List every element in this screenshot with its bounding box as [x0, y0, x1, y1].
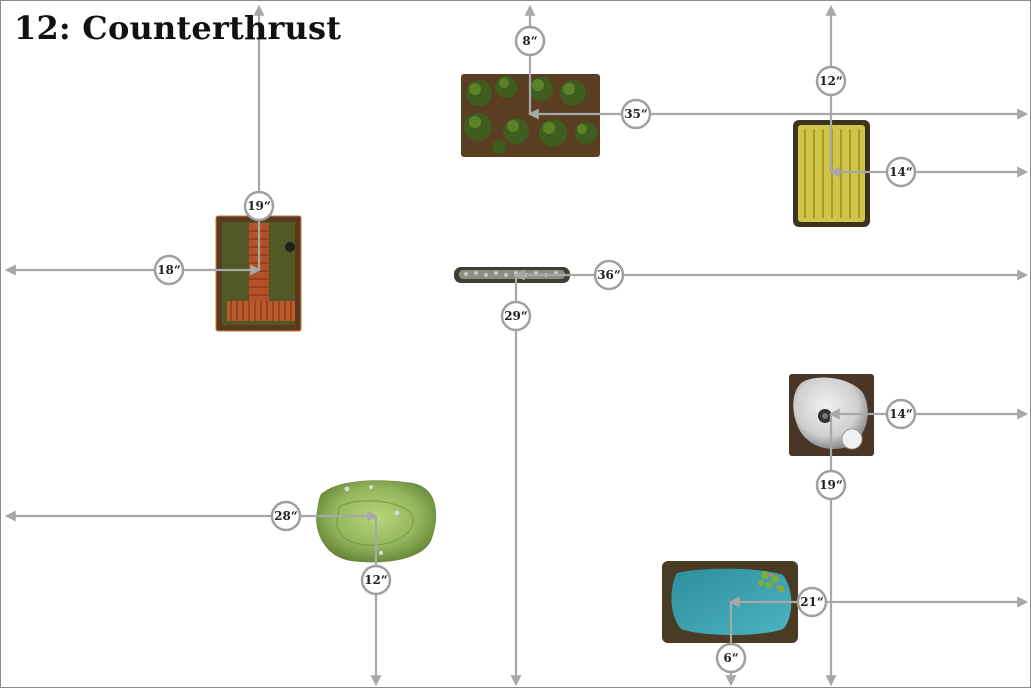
svg-text:29“: 29“ — [504, 309, 528, 323]
measurement-label: 12“ — [360, 564, 392, 596]
svg-text:18“: 18“ — [157, 263, 181, 277]
forest-terrain — [461, 74, 600, 157]
measurement-label: 14“ — [885, 398, 917, 430]
measurement-label: 21“ — [796, 586, 828, 618]
measurement-label: 36“ — [593, 259, 625, 291]
measurement-label: 28“ — [270, 500, 302, 532]
measurement-label: 35“ — [620, 98, 652, 130]
svg-text:21“: 21“ — [800, 595, 824, 609]
svg-text:12“: 12“ — [364, 573, 388, 587]
svg-text:6“: 6“ — [723, 651, 738, 665]
svg-text:19“: 19“ — [819, 478, 843, 492]
scenario-title: 12: Counterthrust — [14, 9, 342, 47]
svg-text:35“: 35“ — [624, 107, 648, 121]
svg-text:14“: 14“ — [889, 407, 913, 421]
measurement-label: 29“ — [500, 300, 532, 332]
svg-text:8“: 8“ — [522, 34, 537, 48]
measurement-label: 19“ — [243, 190, 275, 222]
svg-text:12“: 12“ — [819, 74, 843, 88]
measurement-label: 14“ — [885, 156, 917, 188]
svg-text:19“: 19“ — [247, 199, 271, 213]
measurement-label: 12“ — [815, 65, 847, 97]
measurement-label: 8“ — [514, 25, 546, 57]
svg-text:36“: 36“ — [597, 268, 621, 282]
svg-text:14“: 14“ — [889, 165, 913, 179]
measurement-label: 18“ — [153, 254, 185, 286]
svg-text:28“: 28“ — [274, 509, 298, 523]
measurement-label: 19“ — [815, 469, 847, 501]
measurement-label: 6“ — [715, 642, 747, 674]
